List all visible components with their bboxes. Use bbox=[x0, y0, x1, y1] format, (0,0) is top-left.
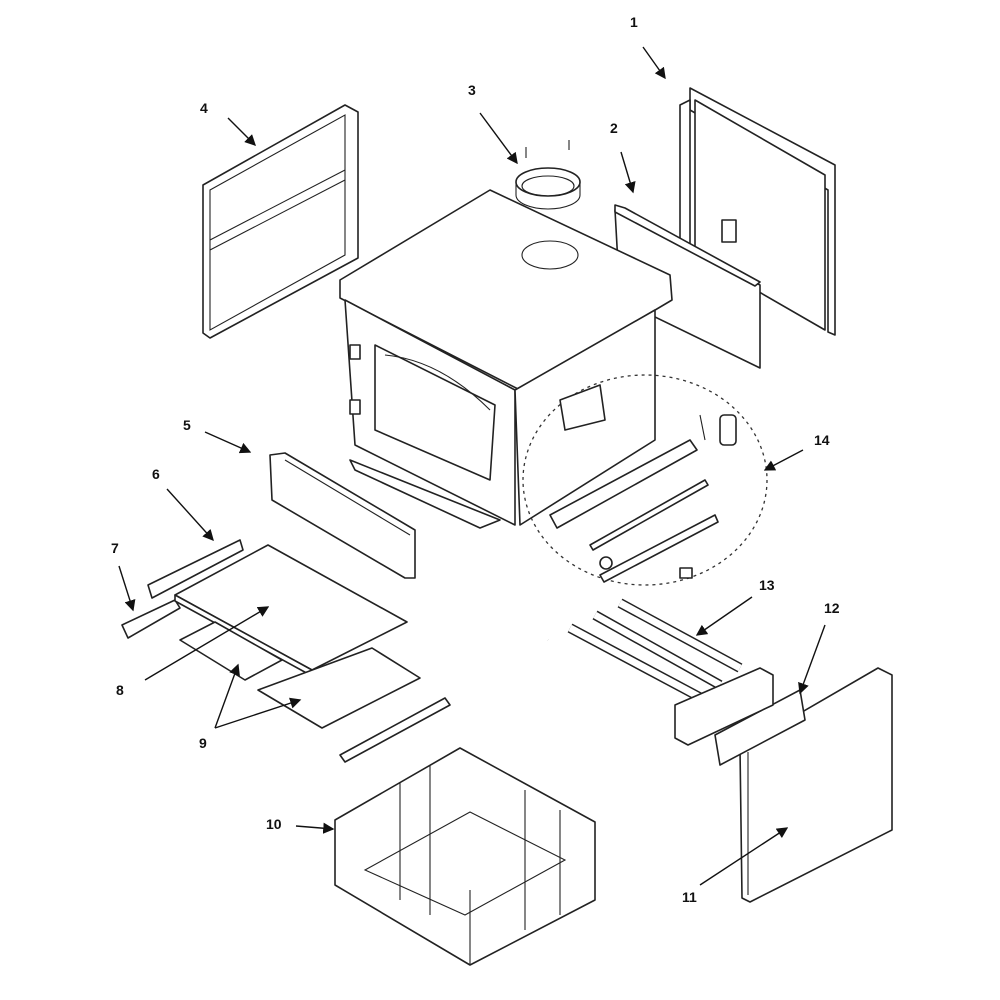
part-6-rail bbox=[147, 539, 244, 599]
part-5-front-bracket bbox=[269, 452, 416, 579]
part-3-flue-collar bbox=[515, 140, 581, 210]
callout-10: 10 bbox=[266, 816, 335, 834]
callout-7: 7 bbox=[111, 540, 136, 612]
callout-14: 14 bbox=[763, 432, 830, 471]
svg-text:10: 10 bbox=[266, 816, 282, 832]
svg-text:2: 2 bbox=[610, 120, 618, 136]
svg-text:1: 1 bbox=[630, 14, 638, 30]
callout-4: 4 bbox=[200, 100, 256, 146]
svg-text:3: 3 bbox=[468, 82, 476, 98]
callout-3: 3 bbox=[468, 82, 518, 165]
callout-9: 9 bbox=[199, 663, 302, 751]
callout-8: 8 bbox=[116, 606, 270, 698]
part-13-air-tubes bbox=[546, 598, 774, 746]
svg-text:13: 13 bbox=[759, 577, 775, 593]
callout-2: 2 bbox=[610, 120, 636, 194]
svg-text:7: 7 bbox=[111, 540, 119, 556]
svg-text:8: 8 bbox=[116, 682, 124, 698]
part-14-detail-group bbox=[522, 374, 768, 586]
svg-text:11: 11 bbox=[682, 889, 697, 905]
callout-5: 5 bbox=[183, 417, 252, 454]
part-10-firebrick bbox=[334, 747, 596, 966]
svg-text:14: 14 bbox=[814, 432, 830, 448]
part-4-left-side-panel bbox=[202, 104, 359, 339]
callout-11: 11 bbox=[682, 827, 789, 905]
callout-1: 1 bbox=[630, 14, 666, 80]
lower-rail bbox=[339, 697, 451, 763]
svg-text:5: 5 bbox=[183, 417, 191, 433]
svg-text:12: 12 bbox=[824, 600, 840, 616]
callout-13: 13 bbox=[695, 577, 775, 636]
svg-text:6: 6 bbox=[152, 466, 160, 482]
part-7-rail bbox=[121, 599, 181, 639]
svg-text:4: 4 bbox=[200, 100, 208, 116]
callout-6: 6 bbox=[152, 466, 214, 542]
part-2-rear-shield bbox=[614, 204, 761, 369]
svg-text:9: 9 bbox=[199, 735, 207, 751]
callout-12: 12 bbox=[798, 600, 840, 695]
